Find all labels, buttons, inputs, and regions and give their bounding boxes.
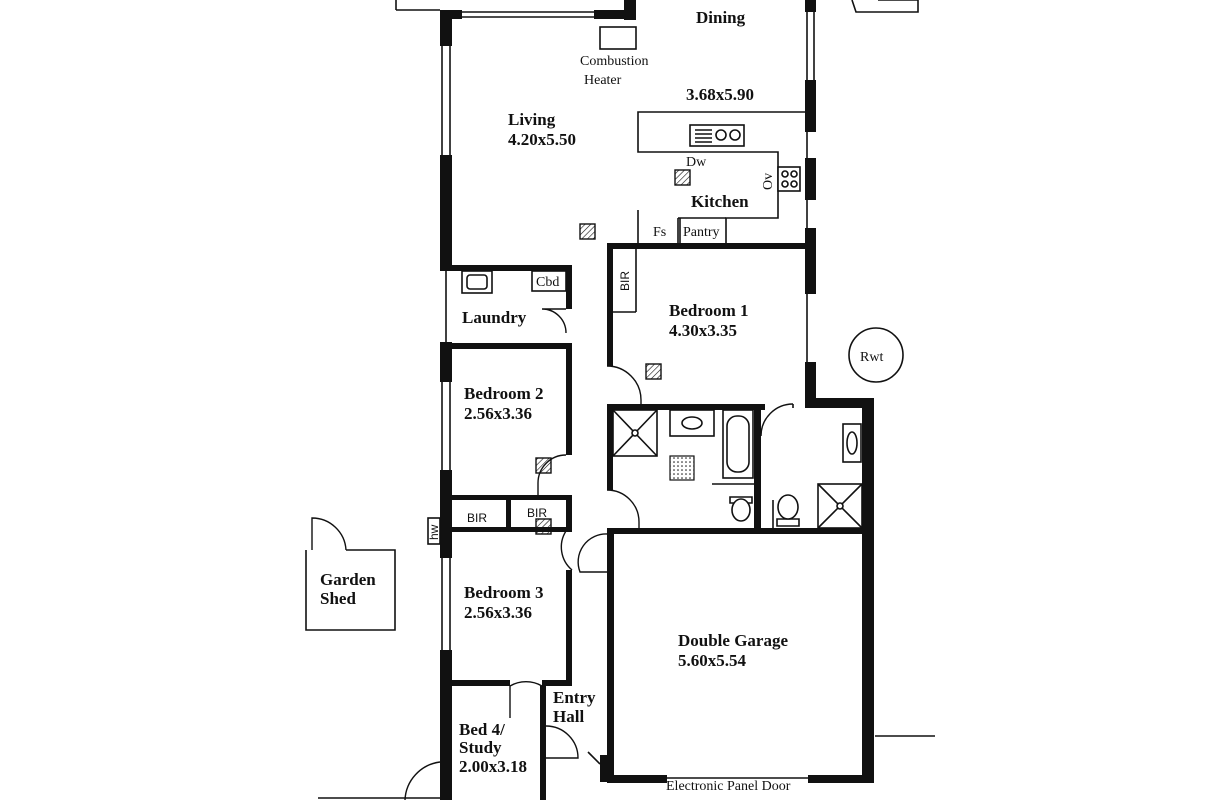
- kitchen-bench: [637, 111, 805, 243]
- fridge-space-label: Fs: [653, 225, 666, 240]
- study-dims-label: 2.00x3.18: [459, 757, 527, 776]
- ensuite-fixtures: [612, 409, 754, 522]
- cupboard-label: Cbd: [536, 275, 559, 290]
- garage-door-label: Electronic Panel Door: [666, 779, 791, 794]
- living-label: Living: [508, 110, 556, 129]
- hall-label: Hall: [553, 707, 584, 726]
- cooktop-icon: [777, 166, 801, 192]
- vent-icons: [535, 169, 695, 535]
- laundry-label: Laundry: [462, 308, 527, 327]
- bedroom2-label: Bedroom 2: [464, 384, 544, 403]
- dishwasher-label: Dw: [686, 155, 707, 170]
- bedroom2-dims-label: 2.56x3.36: [464, 404, 532, 423]
- bedroom3-label: Bedroom 3: [464, 583, 544, 602]
- bathroom-fixtures: [772, 423, 863, 530]
- rainwater-tank-icon: [848, 327, 904, 383]
- kitchen-dims-label: 3.68x5.90: [686, 85, 754, 104]
- hot-water-unit: [427, 517, 441, 545]
- exterior-lines: [318, 0, 935, 799]
- combustion-heater-icon: [599, 26, 637, 50]
- pantry-label: Pantry: [683, 225, 720, 240]
- study-label-2: Study: [459, 738, 502, 757]
- shed-label: Garden: [320, 570, 376, 589]
- study-label: Bed 4/: [459, 720, 505, 739]
- garden-shed-outline: [305, 517, 396, 631]
- sink-icon: [689, 124, 745, 147]
- hot-water-label: hw: [427, 524, 441, 540]
- dining-label: Dining: [696, 8, 746, 27]
- walls: [440, 0, 874, 800]
- shed-label-2: Shed: [320, 589, 356, 608]
- doors: [404, 308, 794, 800]
- garage-dims-label: 5.60x5.54: [678, 651, 747, 670]
- labels: Dining 3.68x5.90 Living 4.20x5.50 Kitche…: [320, 8, 883, 794]
- garage-label: Double Garage: [678, 631, 788, 650]
- bir-label-bedroom2: BIR: [467, 511, 487, 525]
- bedroom3-dims-label: 2.56x3.36: [464, 603, 532, 622]
- heater-label-2: Heater: [584, 73, 622, 88]
- oven-label: Ov: [761, 173, 776, 190]
- heater-label: Combustion: [580, 54, 648, 69]
- living-dims-label: 4.20x5.50: [508, 130, 576, 149]
- windows: [441, 11, 815, 779]
- rwt-label: Rwt: [860, 350, 883, 365]
- bedroom1-label: Bedroom 1: [669, 301, 749, 320]
- bir-label-bedroom1: BIR: [618, 271, 632, 291]
- bir-label-bedroom3: BIR: [527, 506, 547, 520]
- kitchen-label: Kitchen: [691, 192, 749, 211]
- cupboard-box: [531, 270, 567, 292]
- entry-label: Entry: [553, 688, 596, 707]
- laundry-tub-icon: [461, 270, 493, 294]
- bedroom1-dims-label: 4.30x3.35: [669, 321, 737, 340]
- bedroom1-wardrobe: [613, 249, 637, 313]
